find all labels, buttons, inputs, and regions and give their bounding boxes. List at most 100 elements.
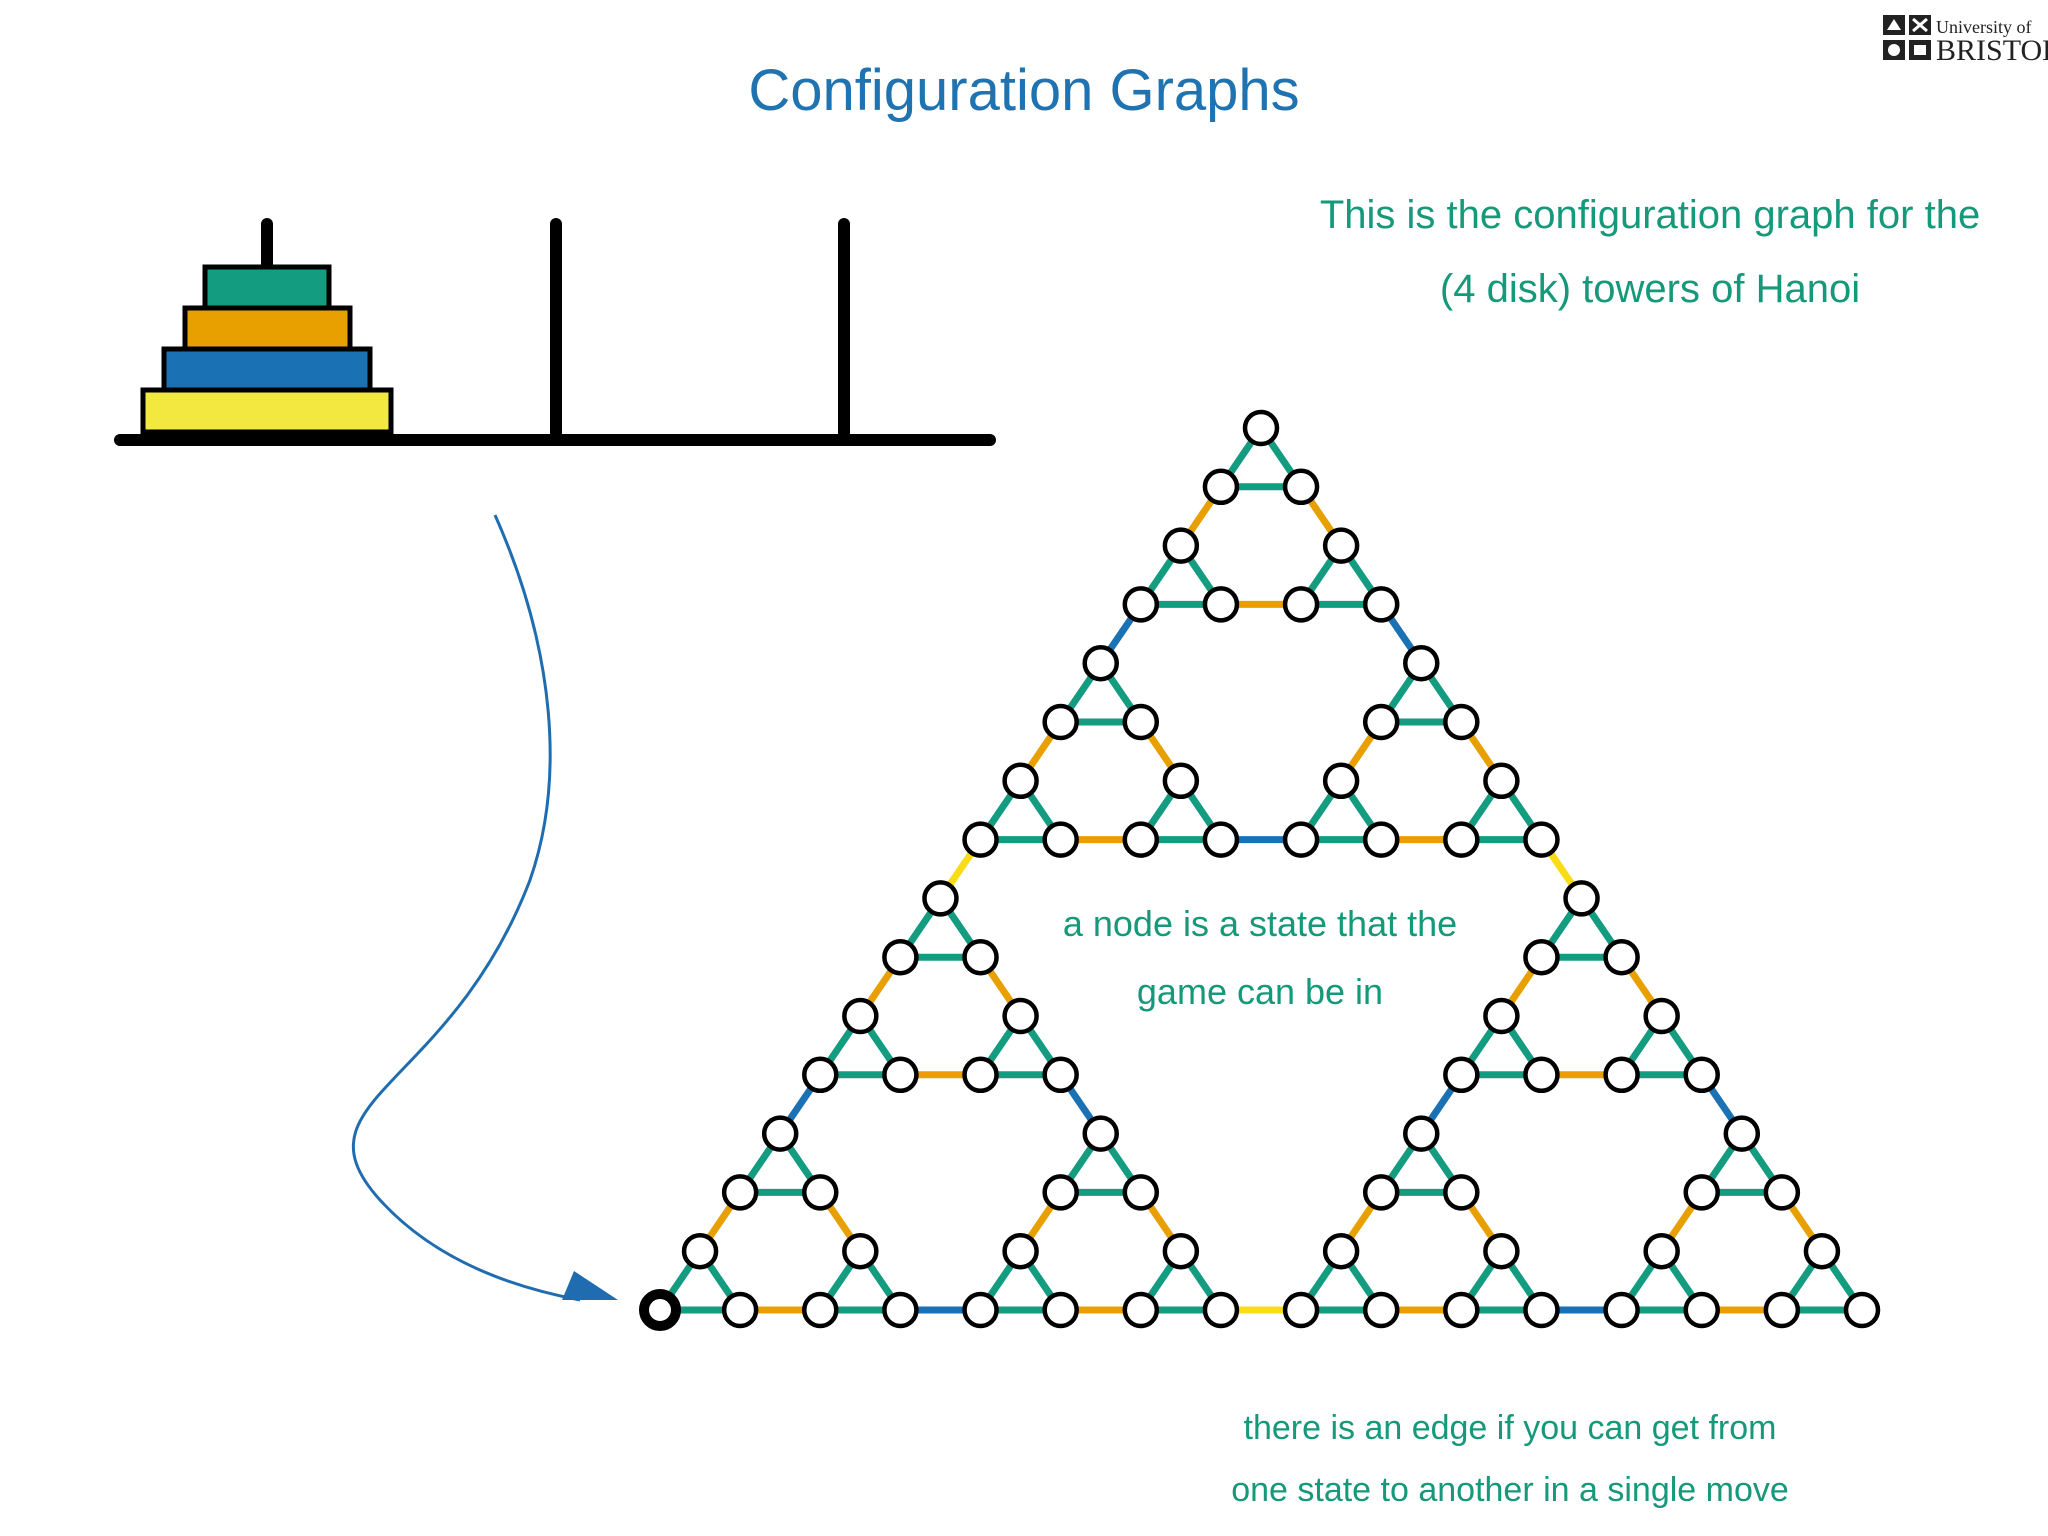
graph-node xyxy=(1042,703,1079,741)
graph-node xyxy=(962,1291,999,1329)
graph-node xyxy=(1403,644,1440,682)
graph-node xyxy=(1843,1291,1881,1329)
edge-annotation-line-1: there is an edge if you can get from xyxy=(1243,1409,1777,1447)
graph-node xyxy=(802,1056,839,1094)
graph-node xyxy=(962,821,999,858)
university-crest-icon xyxy=(1883,15,1931,60)
mapping-arrow-head xyxy=(562,1271,618,1300)
mapping-arrow xyxy=(351,514,581,1302)
graph-node xyxy=(1523,1291,1560,1329)
graph-node xyxy=(1042,821,1079,858)
university-logo: University of BRISTOL xyxy=(1882,14,2048,66)
graph-node xyxy=(1483,997,1520,1035)
node-annotation-line-2: game can be in xyxy=(1136,971,1384,1012)
configuration-graph-nodes xyxy=(639,409,1881,1331)
graph-node xyxy=(1322,527,1360,564)
hanoi-disk-2 xyxy=(182,305,353,352)
graph-node xyxy=(962,1056,999,1094)
graph-node xyxy=(1443,821,1480,858)
hanoi-disk-1 xyxy=(202,264,332,311)
logo-university-text: University of xyxy=(1936,17,2032,37)
graph-node xyxy=(1683,1291,1720,1329)
graph-node xyxy=(1563,880,1600,917)
graph-node xyxy=(1282,468,1320,506)
graph-node xyxy=(1443,1056,1480,1094)
graph-node xyxy=(1282,1291,1320,1329)
graph-node xyxy=(1202,1291,1240,1329)
graph-node xyxy=(1122,586,1160,623)
graph-node xyxy=(1523,1056,1560,1094)
graph-node xyxy=(1322,1232,1360,1270)
graph-node xyxy=(882,1291,919,1329)
graph-node xyxy=(1122,821,1160,858)
graph-node xyxy=(1162,527,1200,564)
graph-node xyxy=(1483,1232,1520,1270)
graph-node xyxy=(1763,1174,1801,1211)
configuration-graph-edges xyxy=(656,424,1866,1314)
graph-node xyxy=(681,1232,719,1270)
hanoi-disk-3 xyxy=(161,346,373,393)
logo-bristol-text: BRISTOL xyxy=(1936,34,2048,67)
description-line-2: (4 disk) towers of Hanoi xyxy=(1439,267,1861,311)
graph-node xyxy=(1002,997,1039,1035)
graph-node xyxy=(1443,1174,1480,1211)
graph-node xyxy=(1362,586,1400,623)
graph-node xyxy=(1042,1174,1079,1211)
graph-node xyxy=(1082,1115,1119,1152)
slide-title: Configuration Graphs xyxy=(748,58,1300,123)
graph-node xyxy=(1603,1291,1640,1329)
graph-node xyxy=(802,1174,839,1211)
graph-node xyxy=(922,880,959,917)
graph-node xyxy=(1122,703,1160,741)
graph-node xyxy=(721,1174,759,1211)
edge-annotation-line-2: one state to another in a single move xyxy=(1231,1471,1789,1509)
description-line-1: This is the configuration graph for the xyxy=(1319,193,1981,237)
graph-node xyxy=(1803,1232,1841,1270)
graph-node xyxy=(1643,1232,1680,1270)
hanoi-disk-4 xyxy=(140,387,394,435)
graph-node xyxy=(1523,938,1560,976)
graph-node xyxy=(1683,1056,1720,1094)
graph-node xyxy=(1603,1056,1640,1094)
graph-node xyxy=(1282,586,1320,623)
graph-node xyxy=(802,1291,839,1329)
start-state-node xyxy=(639,1289,681,1331)
graph-node xyxy=(721,1291,759,1329)
graph-node xyxy=(1362,821,1400,858)
graph-node xyxy=(1723,1115,1761,1152)
graph-node xyxy=(1042,1291,1079,1329)
graph-node xyxy=(1763,1291,1801,1329)
graph-node xyxy=(882,938,919,976)
graph-node xyxy=(1362,1174,1400,1211)
graph-node xyxy=(761,1115,799,1152)
graph-node xyxy=(1242,409,1280,447)
graph-node xyxy=(1282,821,1320,858)
graph-node xyxy=(1443,1291,1480,1329)
graph-node xyxy=(882,1056,919,1094)
graph-node xyxy=(1483,762,1520,800)
graph-node xyxy=(842,997,879,1035)
graph-node xyxy=(1002,762,1039,800)
graph-node xyxy=(1362,1291,1400,1329)
graph-node xyxy=(1122,1291,1160,1329)
graph-node xyxy=(1643,997,1680,1035)
towers-of-hanoi-illustration xyxy=(114,218,996,446)
graph-node xyxy=(1002,1232,1039,1270)
graph-node xyxy=(1202,468,1240,506)
graph-node xyxy=(1202,821,1240,858)
graph-node xyxy=(1162,1232,1200,1270)
graph-node xyxy=(1403,1115,1440,1152)
graph-node xyxy=(1202,586,1240,623)
graph-node xyxy=(1162,762,1200,800)
graph-node xyxy=(1443,703,1480,741)
graph-node xyxy=(1523,821,1560,858)
graph-node xyxy=(1603,938,1640,976)
node-annotation-line-1: a node is a state that the xyxy=(1062,903,1458,944)
graph-node xyxy=(1683,1174,1720,1211)
graph-node xyxy=(1082,644,1119,682)
graph-node xyxy=(1122,1174,1160,1211)
graph-node xyxy=(1362,703,1400,741)
graph-node xyxy=(842,1232,879,1270)
graph-node xyxy=(1322,762,1360,800)
